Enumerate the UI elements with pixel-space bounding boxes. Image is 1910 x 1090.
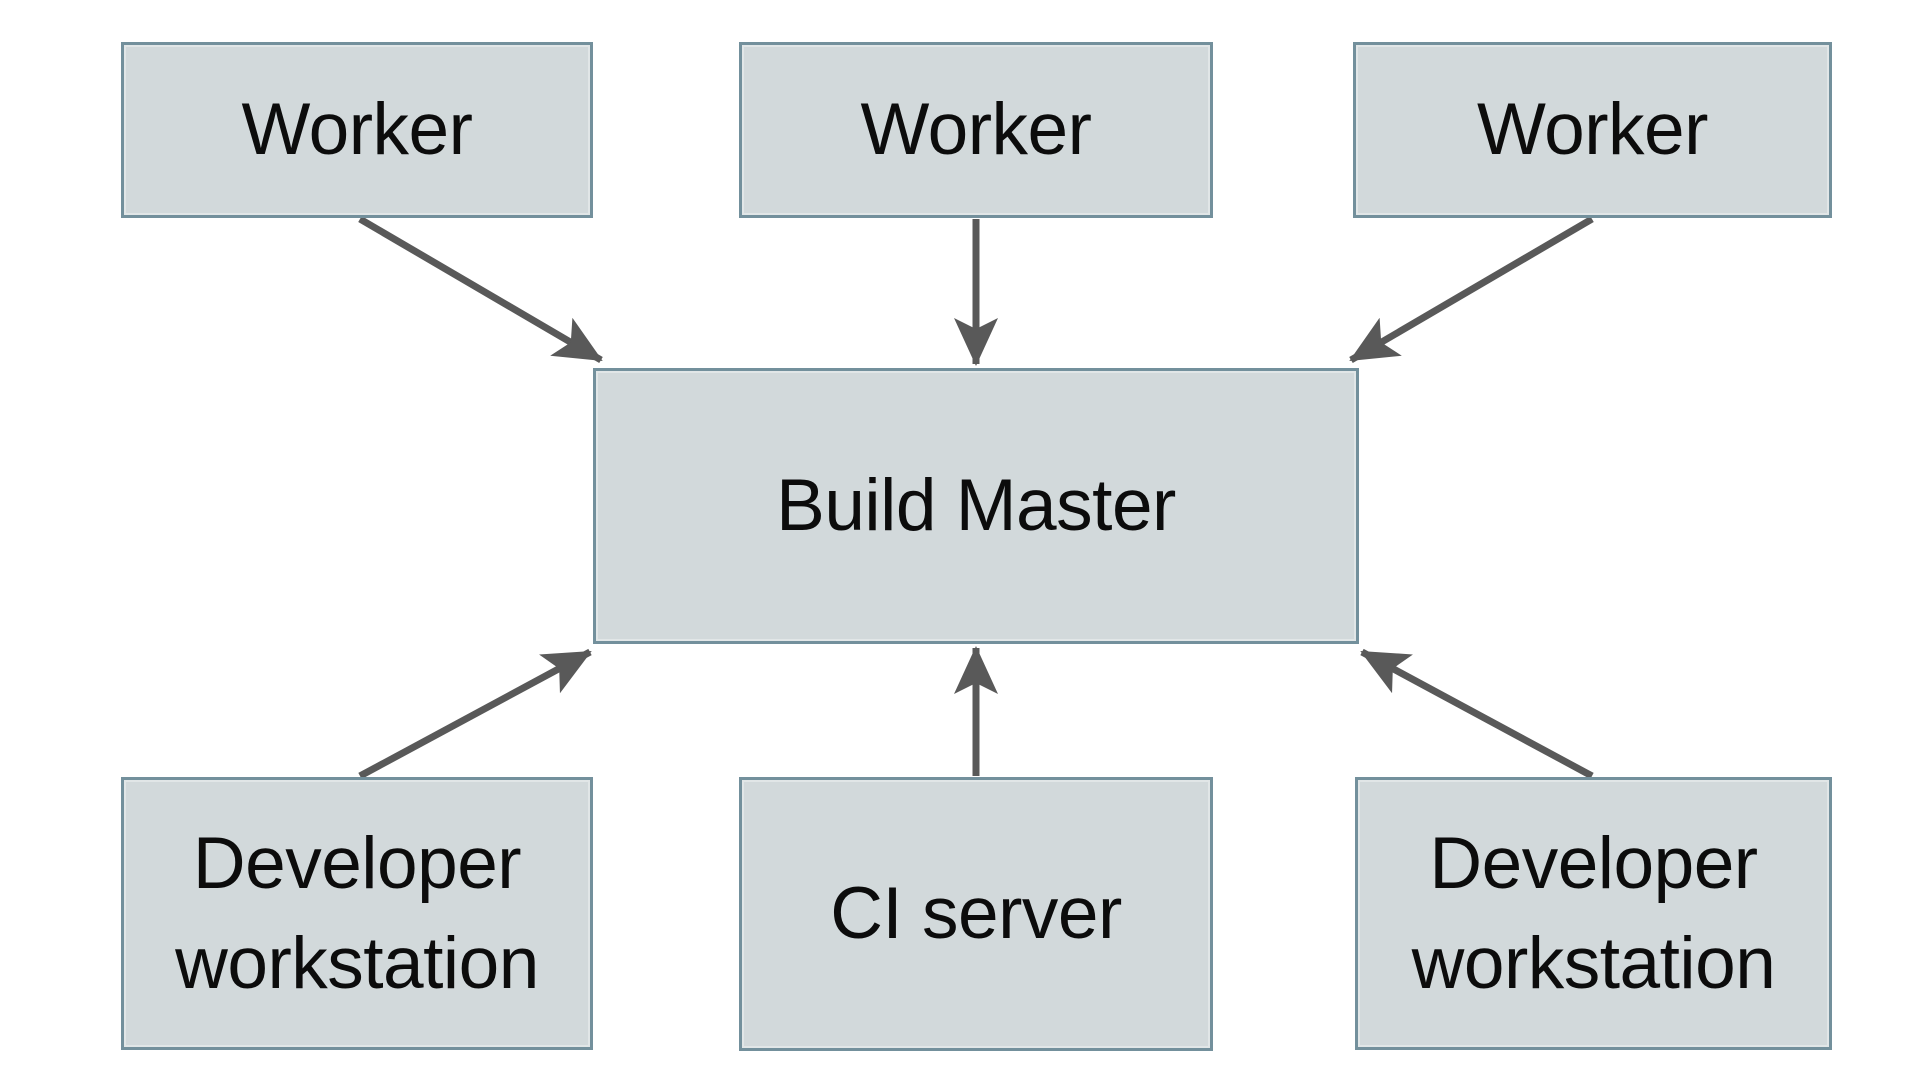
node-label: Developer workstation: [175, 823, 539, 1004]
node-developer-workstation-2: Developer workstation: [1355, 777, 1832, 1050]
node-label: Developer workstation: [1411, 823, 1776, 1004]
node-developer-workstation-1: Developer workstation: [121, 777, 593, 1050]
arrow-worker-1-to-build-master: [358, 215, 603, 364]
node-worker-1: Worker: [121, 42, 593, 218]
arrow-worker-3-to-build-master: [1349, 215, 1594, 364]
node-label: CI server: [830, 873, 1122, 955]
node-label: Worker: [860, 89, 1092, 171]
node-ci-server: CI server: [739, 777, 1213, 1051]
node-worker-3: Worker: [1353, 42, 1832, 218]
node-worker-2: Worker: [739, 42, 1213, 218]
node-label: Worker: [241, 89, 473, 171]
node-label: Worker: [1477, 89, 1708, 171]
arrow-developer-workstation-2-to-build-master: [1360, 648, 1594, 780]
node-build-master: Build Master: [593, 368, 1359, 644]
arrow-developer-workstation-1-to-build-master: [358, 648, 592, 780]
node-label: Build Master: [776, 465, 1176, 547]
